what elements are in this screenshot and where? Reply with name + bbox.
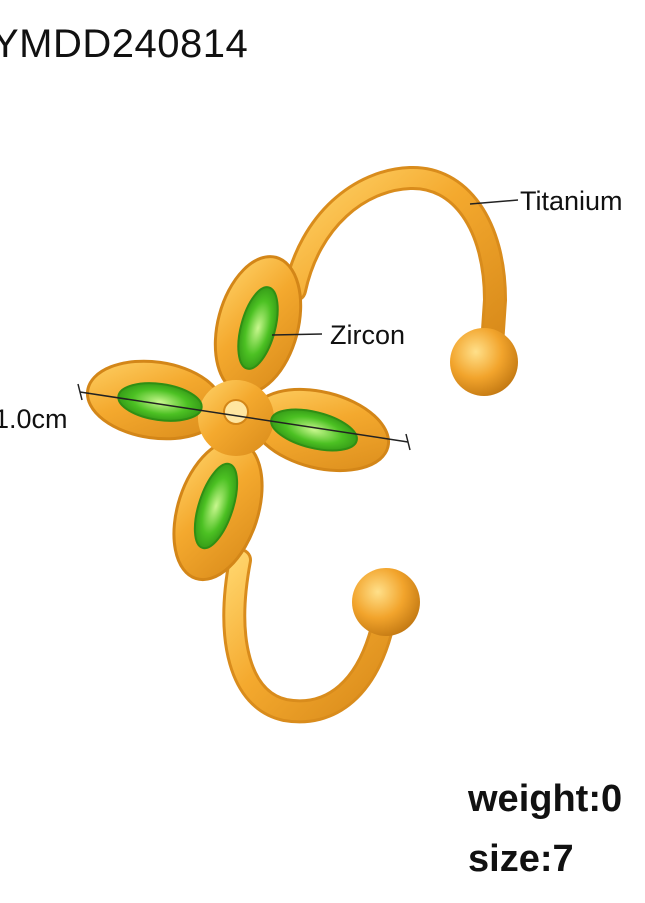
ball-end-bottom [352,568,420,636]
zircon-label: Zircon [330,320,406,350]
titanium-leader-line [469,199,519,205]
titanium-label: Titanium [520,186,623,216]
zircon-stone [117,382,203,422]
size-spec: size:7 [468,838,574,880]
product-code: YMDD240814 [0,22,249,66]
zircon-stone [270,408,358,452]
ring-band [222,166,508,724]
zircon-stone [237,286,279,370]
dimension-label: 1.0cm [0,404,68,434]
clover-flower [85,255,391,582]
dimension-line [77,383,411,451]
zircon-leader-line [271,333,323,336]
weight-spec: weight:0 [468,778,623,820]
ball-end-top [450,328,518,396]
zircon-stone [193,462,239,550]
